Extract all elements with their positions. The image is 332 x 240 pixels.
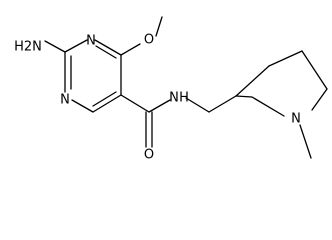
bond-n-ch2 [185, 97, 210, 113]
bond-c5-cco [120, 94, 150, 113]
bond-c2-n1 [64, 39, 88, 53]
bond-c2p-c3p [235, 65, 270, 97]
label-methoxy-o: O [144, 33, 154, 48]
bond-o-ch3 [155, 16, 163, 37]
bond-n-methyl [299, 124, 312, 159]
bond-c6-o [120, 43, 141, 56]
bond-c3p-c4p [268, 50, 303, 67]
bond-c5-c4-inner [92, 91, 117, 107]
bond-c5p-n [311, 88, 328, 111]
bond-c2-nh2 [44, 40, 66, 53]
bond-n1-c6 [94, 39, 122, 56]
bond-n1-c6-inner [95, 45, 117, 59]
structure-diagram: H2N N N O O N H N [14, 16, 328, 163]
bonds [44, 16, 328, 159]
label-pyrrolidine-n: N [291, 112, 301, 127]
label-amino: H2N [14, 40, 42, 55]
bond-c4-n3 [71, 99, 94, 113]
bond-ch2-c2p [208, 95, 237, 113]
label-carbonyl-o: O [144, 148, 154, 163]
atom-labels: H2N N N O O N H N [14, 33, 301, 163]
bond-c4p-c5p [301, 50, 328, 90]
bond-cco-n [148, 99, 171, 113]
bond-c5-c4 [92, 94, 122, 113]
label-ring-n-upper: N [86, 34, 96, 49]
label-amide-n: N [169, 91, 179, 106]
bond-n-c2p [251, 96, 285, 117]
bond-c2p-link [235, 95, 253, 98]
label-amide-h: H [179, 91, 189, 106]
label-ring-n-lower: N [60, 93, 70, 108]
